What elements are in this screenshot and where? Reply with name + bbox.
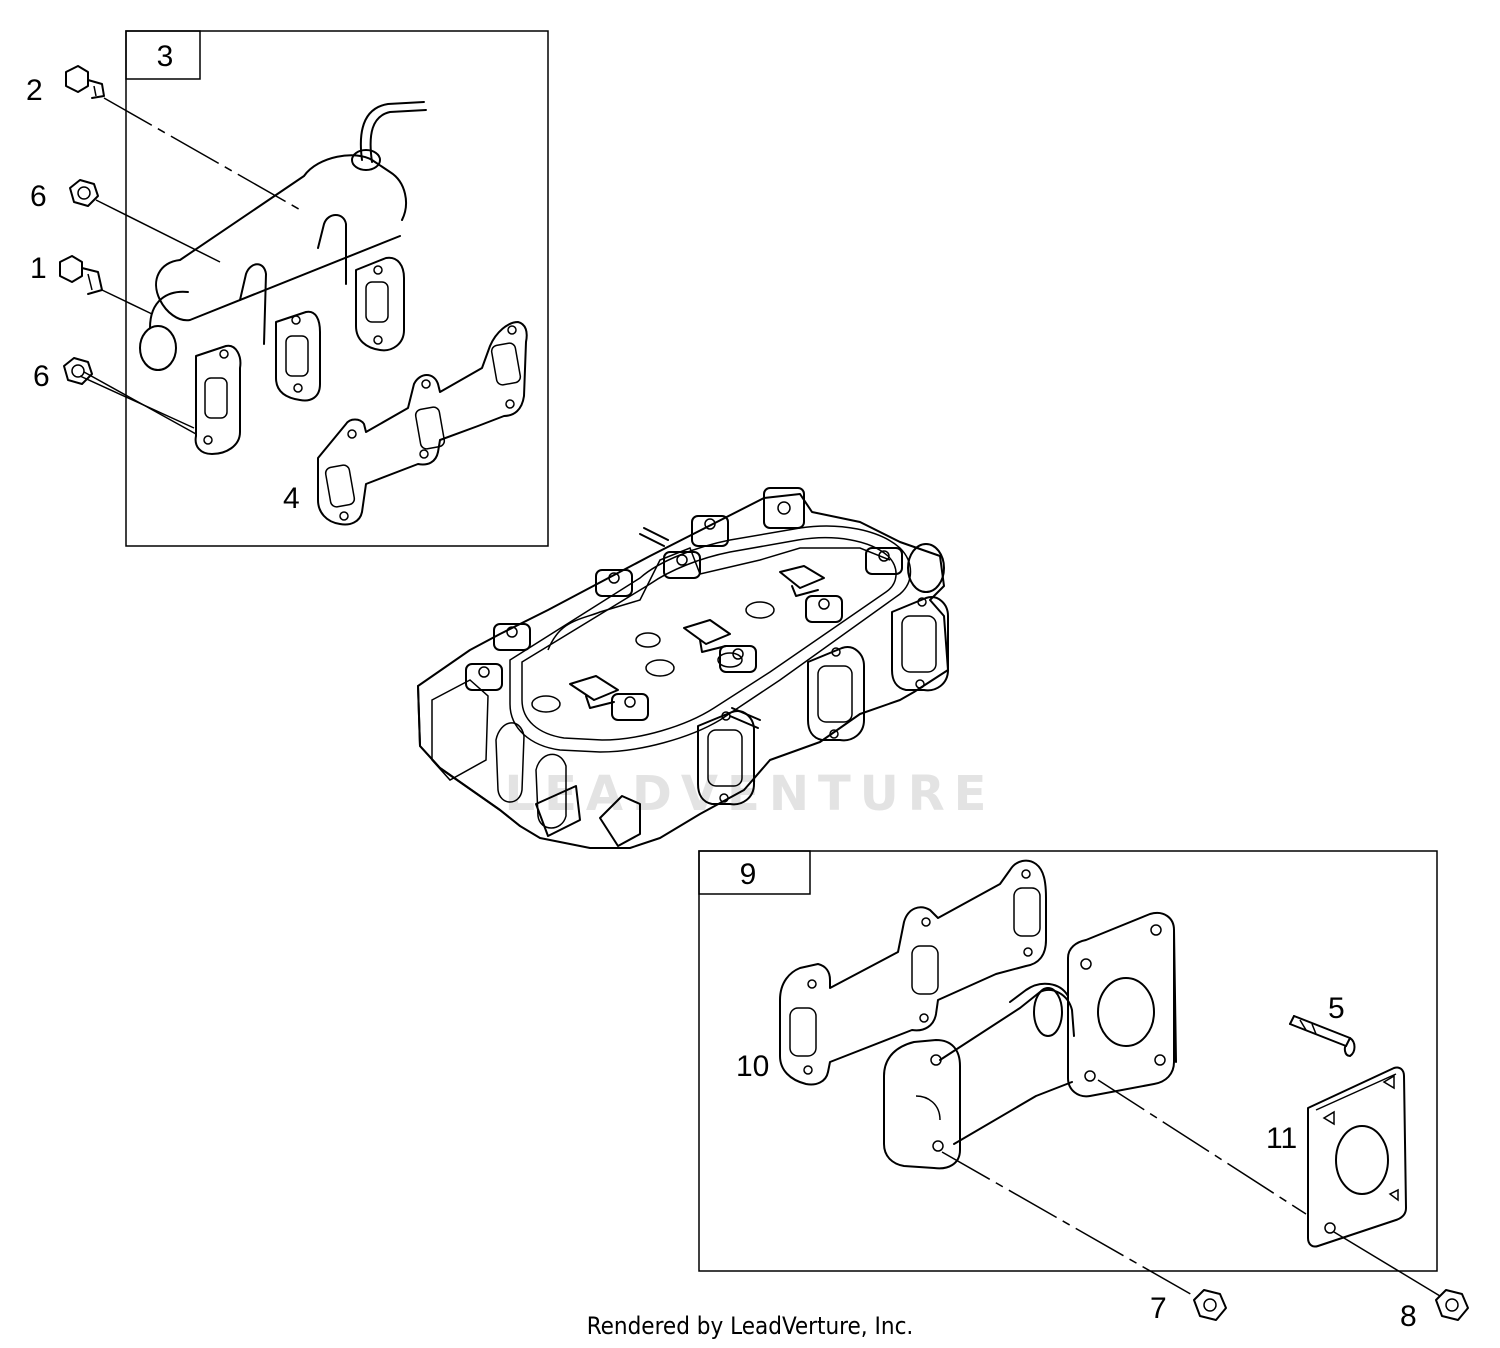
assembly-9-frame — [698, 850, 1438, 1272]
assembly-9-group: 9 — [698, 850, 1441, 1297]
stud-1-icon — [59, 255, 103, 295]
callout-4: 4 — [283, 482, 300, 515]
manifold-gasket-4 — [317, 321, 528, 526]
exhaust-flange — [1067, 912, 1177, 1098]
callout-7: 7 — [1150, 1292, 1167, 1325]
assembly-3-group: 3 — [26, 30, 549, 547]
callout-2: 2 — [26, 74, 43, 107]
bolt-2-icon — [65, 65, 105, 99]
assembly-9-label-box — [698, 850, 811, 895]
watermark: LEADVENTURE — [505, 766, 996, 822]
callout-11: 11 — [1266, 1122, 1297, 1155]
leader-6b-b — [79, 375, 195, 429]
nut-8-icon — [1435, 1289, 1469, 1321]
callout-1: 1 — [30, 252, 47, 285]
manifold-gasket-10 — [779, 859, 1047, 1086]
exhaust-elbow — [883, 982, 1075, 1170]
cylinder-head — [417, 487, 949, 849]
leader-2 — [103, 97, 305, 213]
assembly-3-frame — [125, 30, 549, 547]
callout-6a: 6 — [30, 180, 47, 213]
callout-3: 3 — [157, 40, 174, 73]
nut-6-upper-icon — [69, 179, 99, 207]
nut-7-icon — [1193, 1289, 1227, 1321]
callout-9: 9 — [740, 858, 757, 891]
exhaust-manifold — [139, 101, 427, 455]
callout-10: 10 — [736, 1050, 769, 1083]
leader-7 — [941, 1151, 1195, 1297]
flange-gasket-11 — [1307, 1066, 1407, 1248]
leader-8 — [1333, 1231, 1441, 1297]
callout-5: 5 — [1328, 992, 1345, 1025]
leader-11-flange — [1097, 1079, 1307, 1215]
callout-8: 8 — [1400, 1300, 1417, 1333]
footer-credit: Rendered by LeadVerture, Inc. — [587, 1312, 914, 1340]
leader-6a — [95, 199, 221, 263]
nut-6-lower-icon — [63, 357, 93, 385]
callout-6b: 6 — [33, 360, 50, 393]
assembly-3-label-box — [125, 30, 201, 80]
stud-5-icon — [1289, 1015, 1356, 1057]
leader-1 — [101, 289, 153, 315]
